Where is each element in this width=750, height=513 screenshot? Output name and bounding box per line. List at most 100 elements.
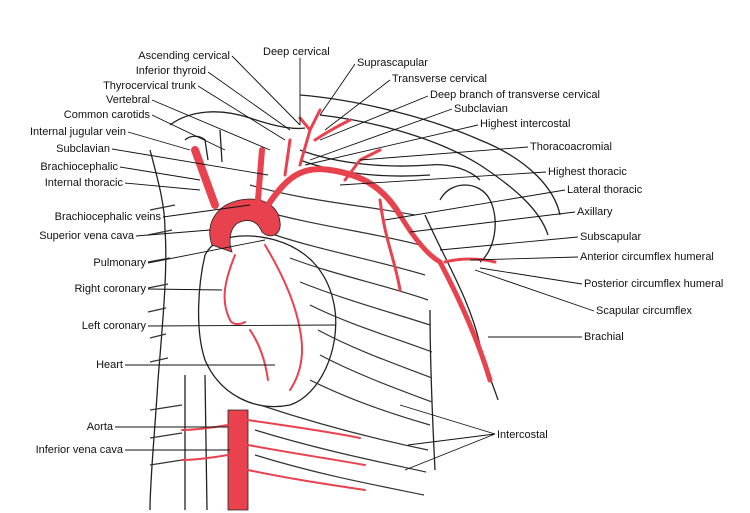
label-suprascapular: Suprascapular bbox=[357, 57, 428, 69]
rib bbox=[149, 432, 183, 439]
label-lateral-thoracic: Lateral thoracic bbox=[567, 184, 643, 196]
common-carotid-vessel bbox=[255, 147, 265, 203]
leader-line bbox=[319, 63, 356, 116]
rib bbox=[309, 379, 431, 426]
label-ascending-cervical: Ascending cervical bbox=[138, 50, 230, 62]
rib bbox=[309, 304, 433, 353]
thyrocervical-vessel bbox=[298, 108, 322, 167]
heart-outline bbox=[197, 235, 337, 408]
aortic-arch-vessel bbox=[209, 198, 281, 253]
coronary-vessel bbox=[264, 244, 303, 391]
shoulder-inner-outline bbox=[319, 114, 549, 236]
coronary-vessel bbox=[223, 254, 246, 326]
left-body-outline bbox=[149, 149, 167, 511]
clavicle-lower bbox=[299, 159, 431, 177]
label-anterior-circumflex-humeral: Anterior circumflex humeral bbox=[580, 251, 714, 263]
label-axillary: Axillary bbox=[577, 206, 613, 218]
leader-line bbox=[147, 324, 336, 327]
lateral-thoracic-vessel bbox=[378, 198, 402, 292]
ribs bbox=[147, 184, 433, 496]
rib bbox=[254, 454, 425, 496]
label-highest-thoracic: Highest thoracic bbox=[548, 166, 627, 178]
label-scapular-circumflex: Scapular circumflex bbox=[596, 305, 692, 317]
label-right-coronary: Right coronary bbox=[74, 283, 146, 295]
rib bbox=[149, 333, 167, 339]
leader-line bbox=[111, 148, 269, 176]
leader-line bbox=[479, 267, 583, 285]
leader-line bbox=[127, 131, 191, 151]
leader-line bbox=[119, 166, 201, 181]
leader-line bbox=[162, 204, 251, 218]
label-thyrocervical-trunk: Thyrocervical trunk bbox=[103, 80, 196, 92]
leader-line bbox=[469, 256, 579, 261]
label-transverse-cervical: Transverse cervical bbox=[392, 73, 487, 85]
circumflex-vessel bbox=[443, 257, 497, 264]
leader-line bbox=[404, 433, 496, 471]
leader-line bbox=[339, 171, 547, 186]
label-deep-cervical: Deep cervical bbox=[263, 46, 330, 58]
label-inferior-thyroid: Inferior thyroid bbox=[136, 65, 206, 77]
label-subscapular: Subscapular bbox=[580, 231, 641, 243]
leader-line bbox=[309, 108, 453, 161]
rib bbox=[149, 204, 176, 211]
leader-line bbox=[124, 182, 201, 191]
leader-lines bbox=[111, 55, 595, 471]
rib bbox=[147, 307, 167, 313]
leader-line bbox=[474, 269, 595, 312]
rib bbox=[259, 209, 421, 246]
thoracoacromial-vessel bbox=[343, 148, 382, 182]
leader-line bbox=[151, 99, 271, 151]
label-internal-jugular-vein: Internal jugular vein bbox=[30, 126, 126, 138]
coronary-vessel bbox=[249, 329, 269, 381]
label-brachial: Brachial bbox=[584, 331, 624, 343]
intercostal-vessel bbox=[247, 419, 361, 439]
label-subclavian-right: Subclavian bbox=[454, 103, 508, 115]
leader-line bbox=[231, 55, 301, 126]
rib bbox=[147, 283, 169, 289]
label-superior-vena-cava: Superior vena cava bbox=[39, 230, 135, 242]
rib bbox=[149, 404, 183, 411]
scapula-outline bbox=[424, 214, 499, 401]
rib bbox=[149, 357, 169, 363]
label-thoracoacromial: Thoracoacromial bbox=[530, 141, 612, 153]
leader-line bbox=[147, 288, 223, 291]
anatomy-outlines bbox=[149, 94, 561, 511]
leader-line bbox=[359, 146, 529, 161]
rib bbox=[149, 459, 183, 466]
label-internal-thoracic: Internal thoracic bbox=[45, 177, 124, 189]
leader-line bbox=[197, 85, 286, 141]
label-aorta: Aorta bbox=[87, 421, 114, 433]
leader-line bbox=[409, 211, 576, 233]
leader-line bbox=[407, 433, 496, 446]
aorta-vessel bbox=[227, 409, 249, 511]
leader-line bbox=[304, 124, 479, 166]
rib bbox=[259, 404, 429, 451]
leader-line bbox=[135, 229, 211, 237]
arm-outline bbox=[429, 309, 436, 471]
subclavian-vessel bbox=[265, 166, 403, 218]
leader-line bbox=[319, 95, 429, 141]
rib bbox=[289, 257, 429, 301]
brachial-vessel bbox=[437, 259, 493, 383]
rib bbox=[274, 234, 426, 276]
intercostal-vessel bbox=[247, 444, 366, 466]
brachiocephalic-vessel bbox=[191, 146, 219, 209]
intercostal-vessel bbox=[181, 454, 229, 461]
label-deep-branch-transverse-cervical: Deep branch of transverse cervical bbox=[430, 89, 600, 101]
spine-outline bbox=[184, 374, 208, 511]
axillary-vessel bbox=[397, 212, 443, 265]
intercostal-vessel bbox=[181, 424, 229, 431]
suprascapular-vessel bbox=[313, 118, 352, 142]
rib bbox=[319, 354, 433, 403]
rib bbox=[299, 281, 431, 326]
leader-line bbox=[151, 114, 226, 151]
label-posterior-circumflex-humeral: Posterior circumflex humeral bbox=[584, 278, 723, 290]
leader-line bbox=[439, 236, 579, 251]
leader-line bbox=[399, 404, 496, 435]
label-brachiocephalic-veins: Brachiocephalic veins bbox=[55, 211, 162, 223]
label-brachiocephalic: Brachiocephalic bbox=[40, 161, 118, 173]
leader-line bbox=[324, 79, 391, 131]
leader-line bbox=[147, 239, 266, 264]
label-intercostal: Intercostal bbox=[497, 429, 548, 441]
